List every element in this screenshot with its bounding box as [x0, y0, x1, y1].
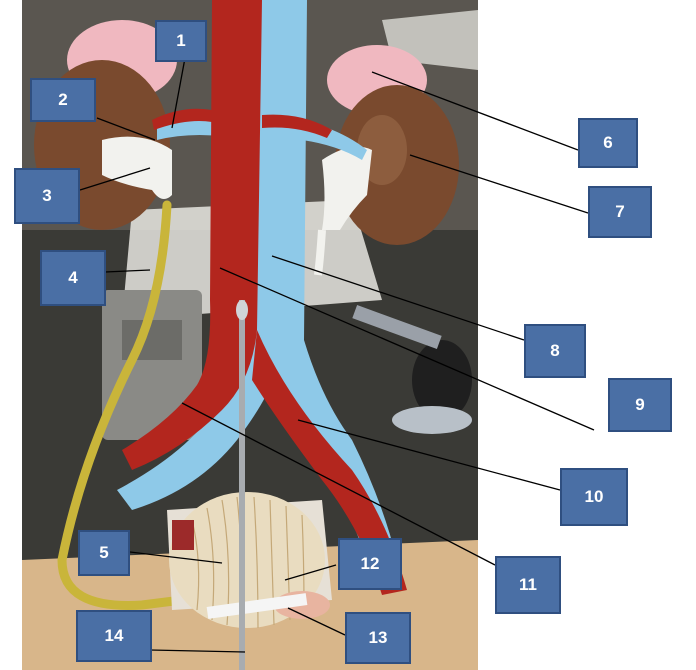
label-number: 9 — [635, 395, 645, 414]
label-box-1[interactable]: 1 — [155, 20, 207, 62]
left-ureter — [57, 200, 187, 610]
right-renal-artery — [262, 114, 332, 138]
label-box-5[interactable]: 5 — [78, 530, 130, 576]
label-number: 10 — [584, 487, 604, 506]
label-number: 14 — [104, 626, 124, 645]
bladder-side-panel — [172, 520, 194, 550]
label-box-6[interactable]: 6 — [578, 118, 638, 168]
support-rod — [239, 300, 245, 670]
label-box-9[interactable]: 9 — [608, 378, 672, 432]
label-number: 6 — [603, 133, 613, 152]
label-number: 1 — [176, 31, 186, 50]
label-box-12[interactable]: 12 — [338, 538, 402, 590]
label-number: 11 — [519, 575, 537, 594]
label-box-13[interactable]: 13 — [345, 612, 411, 664]
label-number: 12 — [360, 554, 380, 573]
label-box-10[interactable]: 10 — [560, 468, 628, 526]
trigone-ridge — [206, 593, 308, 619]
label-box-8[interactable]: 8 — [524, 324, 586, 378]
label-box-14[interactable]: 14 — [76, 610, 152, 662]
label-number: 5 — [99, 543, 109, 562]
label-number: 2 — [58, 90, 68, 109]
label-number: 13 — [368, 628, 388, 647]
right-ureter — [314, 229, 326, 276]
label-box-7[interactable]: 7 — [588, 186, 652, 238]
label-number: 7 — [615, 202, 625, 221]
right-renal-pelvis — [322, 146, 372, 230]
label-number: 8 — [550, 341, 560, 360]
label-box-11[interactable]: 11 — [495, 556, 561, 614]
label-number: 3 — [42, 186, 52, 205]
label-box-3[interactable]: 3 — [14, 168, 80, 224]
label-number: 4 — [68, 268, 78, 287]
metal-clamp — [392, 406, 472, 434]
label-box-2[interactable]: 2 — [30, 78, 96, 122]
label-box-4[interactable]: 4 — [40, 250, 106, 306]
rod-clip — [236, 300, 248, 320]
